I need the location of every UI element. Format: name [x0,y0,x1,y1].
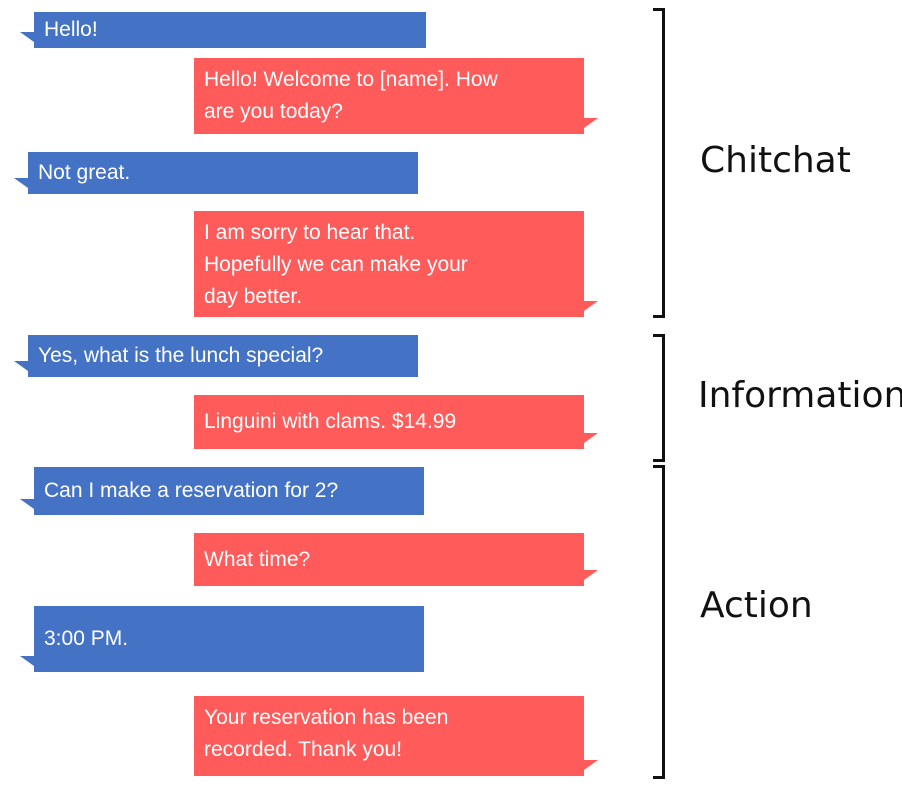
user-message-bubble: Can I make a reservation for 2? [20,467,424,515]
message-text: Hello! [44,18,98,41]
bot-message-bubble: What time? [194,533,598,586]
information-bracket [653,334,665,462]
chitchat-bracket [653,8,665,318]
bot-message-bubble: I am sorry to hear that. Hopefully we ca… [194,211,598,317]
message-text: Not great. [38,161,131,184]
section-label-information: Information [698,375,902,416]
user-message-bubble: Yes, what is the lunch special? [14,335,418,377]
action-bracket [653,465,665,779]
message-text: 3:00 PM. [44,627,129,650]
message-text: What time? [204,547,311,571]
message-text: Linguini with clams. $14.99 [204,410,457,433]
message-text: Can I make a reservation for 2? [44,479,339,502]
section-label-action: Action [700,585,813,626]
section-label-chitchat: Chitchat [700,140,851,181]
message-text: I am sorry to hear that. Hopefully we ca… [204,221,468,308]
bot-message-bubble: Your reservation has been recorded. Than… [194,696,598,776]
message-text: Hello! Welcome to [name]. How are you to… [204,68,498,123]
message-text: Your reservation has been recorded. Than… [204,706,449,761]
user-message-bubble: Not great. [14,152,418,194]
bot-message-bubble: Hello! Welcome to [name]. How are you to… [194,58,598,134]
message-text: Yes, what is the lunch special? [38,344,324,367]
user-message-bubble: 3:00 PM. [20,606,424,672]
bot-message-bubble: Linguini with clams. $14.99 [194,395,598,449]
user-message-bubble: Hello! [20,12,426,48]
